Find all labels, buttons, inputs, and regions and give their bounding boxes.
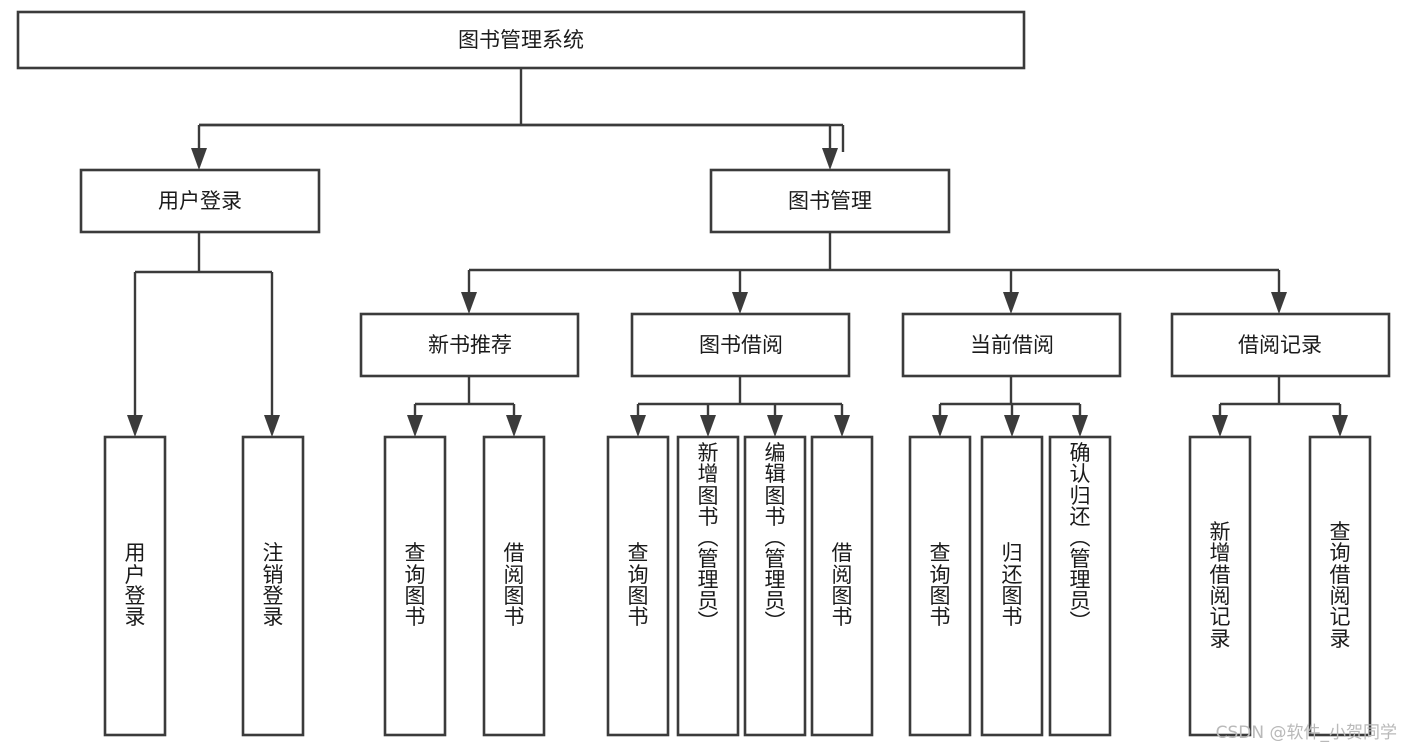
watermark-text: CSDN @软件_小贺同学	[1215, 723, 1397, 743]
arrowhead-to-leaf-borrow-book-1	[506, 415, 522, 437]
leaf-confirm-return-box[interactable]	[1048, 435, 1112, 737]
arrowhead-to-leaf-query-book-2	[630, 415, 646, 437]
leaf-edit-book-box[interactable]	[743, 435, 807, 737]
node-book-borrow-label: 图书借阅	[699, 333, 783, 357]
arrowhead-to-leaf-confirm-return	[1072, 415, 1088, 437]
arrowhead-to-book-management	[822, 148, 838, 170]
arrowhead-to-leaf-add-book	[700, 415, 716, 437]
arrowhead-to-leaf-add-record	[1212, 415, 1228, 437]
leaf-add-book-box[interactable]	[676, 435, 740, 737]
edge-bookborrow-trunk	[636, 376, 844, 419]
node-book-management-box[interactable]	[709, 168, 951, 234]
node-book-borrow-box[interactable]	[630, 312, 851, 378]
node-borrow-records-label: 借阅记录	[1238, 333, 1322, 357]
edge-root-to-bm-stub	[199, 123, 832, 152]
arrowhead-to-leaf-query-book-1	[407, 415, 423, 437]
leaf-query-book-3-box[interactable]	[908, 435, 972, 737]
edge-borrowrecords-trunk	[1218, 376, 1342, 419]
leaf-user-login-box[interactable]	[103, 435, 167, 737]
leaf-query-record-box[interactable]	[1308, 435, 1372, 737]
node-current-borrow-label: 当前借阅	[970, 333, 1054, 357]
edge-bookmanagement-trunk	[467, 232, 1281, 296]
leaf-borrow-book-2-box[interactable]	[810, 435, 874, 737]
node-root-label: 图书管理系统	[458, 28, 584, 52]
arrowhead-to-book-borrow	[732, 292, 748, 314]
node-book-management-label: 图书管理	[788, 189, 872, 213]
node-root-box[interactable]	[16, 10, 1026, 70]
arrowhead-to-leaf-return-book	[1004, 415, 1020, 437]
arrowhead-to-user-login	[191, 148, 207, 170]
arrowhead-to-leaf-query-record	[1332, 415, 1348, 437]
connector-layer	[127, 68, 1348, 437]
arrowhead-to-new-book-recommend	[461, 292, 477, 314]
leaf-return-book-box[interactable]	[980, 435, 1044, 737]
horizontal-label-layer: 图书管理系统 用户登录 图书管理 新书推荐 图书借阅 当前借阅 借阅记录	[158, 28, 1322, 357]
arrowhead-to-leaf-edit-book	[767, 415, 783, 437]
node-new-book-recommend-box[interactable]	[359, 312, 580, 378]
edge-currentborrow-trunk	[938, 376, 1082, 419]
arrowhead-to-leaf-borrow-book-2	[834, 415, 850, 437]
arrowhead-to-current-borrow	[1003, 292, 1019, 314]
leaf-add-record-box[interactable]	[1188, 435, 1252, 737]
edge-newbook-trunk	[413, 376, 516, 419]
edge-root-trunk	[197, 68, 845, 152]
arrowhead-to-leaf-user-login	[127, 415, 143, 437]
leaf-logout-box[interactable]	[241, 435, 305, 737]
node-current-borrow-box[interactable]	[901, 312, 1122, 378]
leaf-query-book-2-box[interactable]	[606, 435, 670, 737]
leaf-query-book-1-box[interactable]	[383, 435, 447, 737]
leaf-borrow-book-1-box[interactable]	[482, 435, 546, 737]
edge-userlogin-trunk	[133, 232, 274, 419]
node-borrow-records-box[interactable]	[1170, 312, 1391, 378]
node-user-login-box[interactable]	[79, 168, 321, 234]
arrowhead-to-leaf-logout	[264, 415, 280, 437]
node-new-book-recommend-label: 新书推荐	[428, 333, 512, 357]
arrowhead-to-borrow-records	[1271, 292, 1287, 314]
node-layer	[16, 10, 1391, 737]
node-user-login-label: 用户登录	[158, 189, 242, 213]
arrowhead-to-leaf-query-book-3	[932, 415, 948, 437]
